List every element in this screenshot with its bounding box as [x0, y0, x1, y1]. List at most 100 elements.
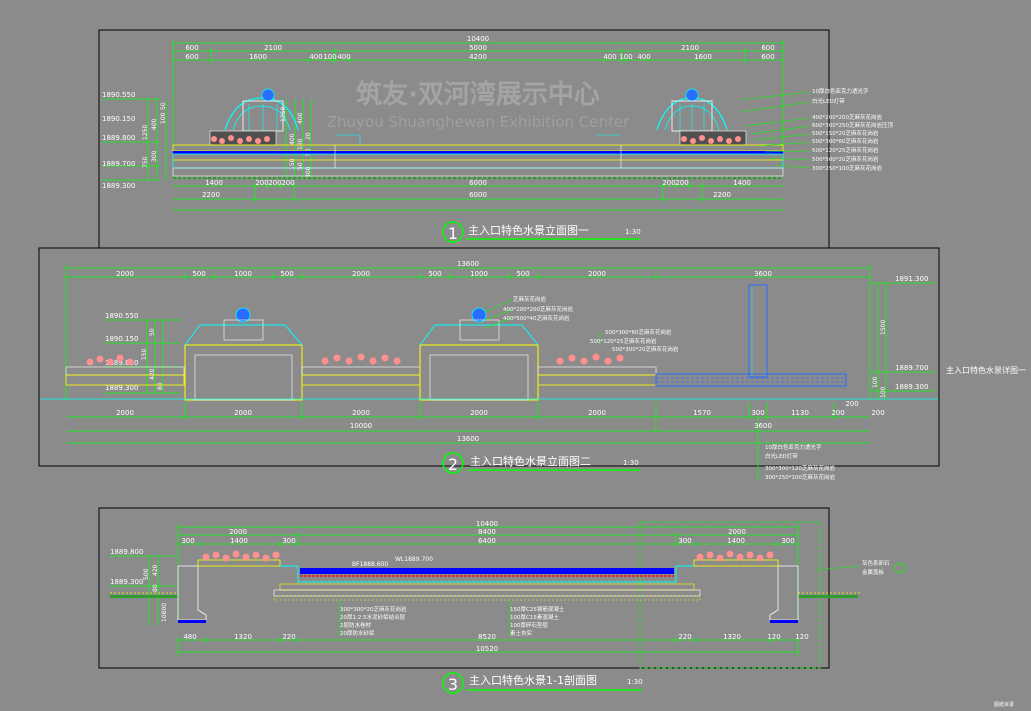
fig2-mid-note-1: 400*200*200芝麻灰花岗岩 — [503, 305, 573, 313]
fig2-bdim-10: 200 — [871, 409, 884, 417]
fig3-dim-l0: 2000 — [229, 528, 247, 536]
fig1-note-4: 500*150*20芝麻灰花岗岩 — [812, 129, 879, 137]
fig3-scale: 1:30 — [627, 678, 643, 686]
fig2-right-note-0: 500*300*60芝麻灰花岗岩 — [605, 328, 672, 336]
fig3-section-body — [110, 550, 860, 623]
fig3-dim-r0: 2000 — [728, 528, 746, 536]
fig2-dim-4: 2000 — [352, 270, 370, 278]
fig2-bdim-11: 10000 — [350, 422, 372, 430]
fig3-dim-rr1: 300 — [678, 537, 691, 545]
fig3-bdim-6: 120 — [767, 633, 780, 641]
fig1-note-1: 白光LED灯带 — [812, 97, 845, 105]
fig3-dim-l2: 1400 — [230, 537, 248, 545]
fig1-fountain-left — [224, 88, 299, 132]
fig2-dim-1: 500 — [192, 270, 205, 278]
fig2-planter-2 — [301, 353, 421, 386]
fig2-bdim-2: 2000 — [352, 409, 370, 417]
fig1-title: 主入口特色水景立面图一 — [468, 223, 589, 237]
fig3-wl-label: WL1889.700 — [395, 556, 433, 563]
fig2-bdim-5: 1570 — [693, 409, 711, 417]
fig3-note-4: 150厚C25钢筋混凝土 — [510, 605, 565, 613]
fig2-right-note-2: 500*300*20芝麻灰花岗岩 — [612, 345, 679, 353]
fig1-elev-1: 1890.150 — [102, 115, 135, 123]
fig2-relev-1: 1889.700 — [895, 364, 928, 372]
fig1-dim-r1-2: 5000 — [469, 44, 487, 52]
fig1-vdim-5: 50 — [160, 102, 167, 110]
fig1-bdim-5: 200 — [662, 179, 675, 187]
fig1-dim-r2-8: 400 — [637, 53, 650, 61]
fig1-dim-r1-1: 2100 — [264, 44, 282, 52]
fig2-bdim-9: 200 — [831, 409, 844, 417]
fig1-cvdim-4: 50 — [297, 162, 304, 170]
fig2-elev-1: 1890.150 — [105, 335, 138, 343]
fig3-dim-l3: 300 — [282, 537, 295, 545]
fig2-bdim-8: 200 — [845, 400, 858, 408]
fig1-elev-0: 1890.550 — [102, 91, 135, 99]
fig2-mid-note-leaders — [484, 299, 601, 345]
fig1-note-5: 500*300*60芝麻灰花岗岩 — [812, 137, 879, 145]
fig2-dim-8: 2000 — [588, 270, 606, 278]
fig2-dim-5: 500 — [428, 270, 441, 278]
fig1-note-leaders — [739, 91, 811, 169]
fig1-bdim-3: 200 — [281, 179, 294, 187]
fig3-bdim-2: 220 — [282, 633, 295, 641]
fig3-bottom-dimensions — [177, 637, 799, 656]
fig3-elev-0: 1889.800 — [110, 548, 143, 556]
fig2-bnote-1: 白光LED灯带 — [765, 452, 798, 460]
fig2-bnote-2: 300*300*120芝麻灰花岗岩 — [765, 464, 835, 472]
fig2-bdim-6: 300 — [751, 409, 764, 417]
fig3-vdim-3: 10800 — [161, 603, 168, 622]
fig1-elev-3: 1889.700 — [102, 160, 135, 168]
fig2-right-note-1: 500*120*25芝麻灰花岗岩 — [590, 337, 657, 345]
fig1-dim-r2-6: 400 — [603, 53, 616, 61]
fig2-bdim-7: 1130 — [791, 409, 809, 417]
fig3-number-circle — [442, 672, 464, 694]
fig3-vdim-1: 420 — [152, 564, 159, 576]
corner-label: 图纸目录 — [994, 701, 1014, 708]
fig3-bf-label: BF1888.600 — [352, 561, 388, 568]
fig3-dim-rr3: 300 — [781, 537, 794, 545]
fig2-bdim-0: 2000 — [116, 409, 134, 417]
fig1-vdim-1: 750 — [142, 156, 149, 168]
fig1-left-elevation-lines — [102, 98, 167, 181]
fig3-detail-marker — [894, 562, 906, 574]
fig1-elev-2: 1889.800 — [102, 134, 135, 142]
fig1-dim-r2-0: 600 — [185, 53, 198, 61]
fig3-bdim-7: 120 — [795, 633, 808, 641]
fig2-elev-0: 1890.550 — [105, 312, 138, 320]
fig2-dim-3: 500 — [280, 270, 293, 278]
fig1-center-vdims — [285, 99, 312, 180]
figure-2-elevation: 13600 2000 500 1000 500 2000 500 1000 50… — [40, 260, 1026, 481]
figure-1-elevation: 10400 600 2100 5000 2100 600 600 1600 40… — [102, 35, 893, 243]
fig2-bnote-3: 300*250*100芝麻灰花岗岩 — [765, 473, 835, 481]
fig2-side-label: 主入口特色水景详图一 — [946, 365, 1026, 375]
watermark-en: Zhuyou Shuanghewan Exhibition Center — [327, 113, 630, 131]
fig1-note-8: 300*250*100芝麻灰花岗岩 — [812, 164, 882, 172]
fig1-dim-r2-10: 600 — [761, 53, 774, 61]
fig1-cvdim-2: 150 — [289, 158, 296, 170]
fig1-cvdim-1: 400 — [289, 133, 296, 145]
fig3-bdim-4: 220 — [678, 633, 691, 641]
fig2-bnote-0: 10厚白色亚克力透光字 — [765, 443, 822, 451]
fig3-elev-1: 1889.300 — [110, 578, 143, 586]
fig1-bdim-1: 200 — [255, 179, 268, 187]
fig2-lvdim-1: 50 — [149, 328, 156, 336]
fig3-dim-r1: 8400 — [478, 528, 496, 536]
fig1-bottom-dimensions — [173, 183, 783, 211]
fig2-top-dimensions — [65, 265, 871, 400]
fig1-dim-r1-3: 2100 — [681, 44, 699, 52]
fig2-dim-total: 13600 — [457, 260, 479, 268]
fig2-dim-2: 1000 — [234, 270, 252, 278]
fig2-elev-3: 1889.300 — [105, 384, 138, 392]
fig2-number-circle — [442, 452, 464, 474]
fig2-dim-0: 2000 — [116, 270, 134, 278]
figure-3-frame — [98, 507, 830, 669]
fig2-planter-3 — [537, 353, 657, 386]
fig3-note-1: 20厚1:2.5水泥砂浆结合层 — [340, 613, 406, 621]
fig1-bdim-7: 1400 — [733, 179, 751, 187]
fig2-mid-note-2: 400*500*40芝麻灰花岗岩 — [503, 314, 570, 322]
fig2-bdim-3: 2000 — [470, 409, 488, 417]
fig1-cvdim-0: 1250 — [280, 107, 287, 122]
fig3-rnote-1: 金属盖板 — [862, 568, 885, 576]
fig1-number-circle — [442, 221, 464, 243]
